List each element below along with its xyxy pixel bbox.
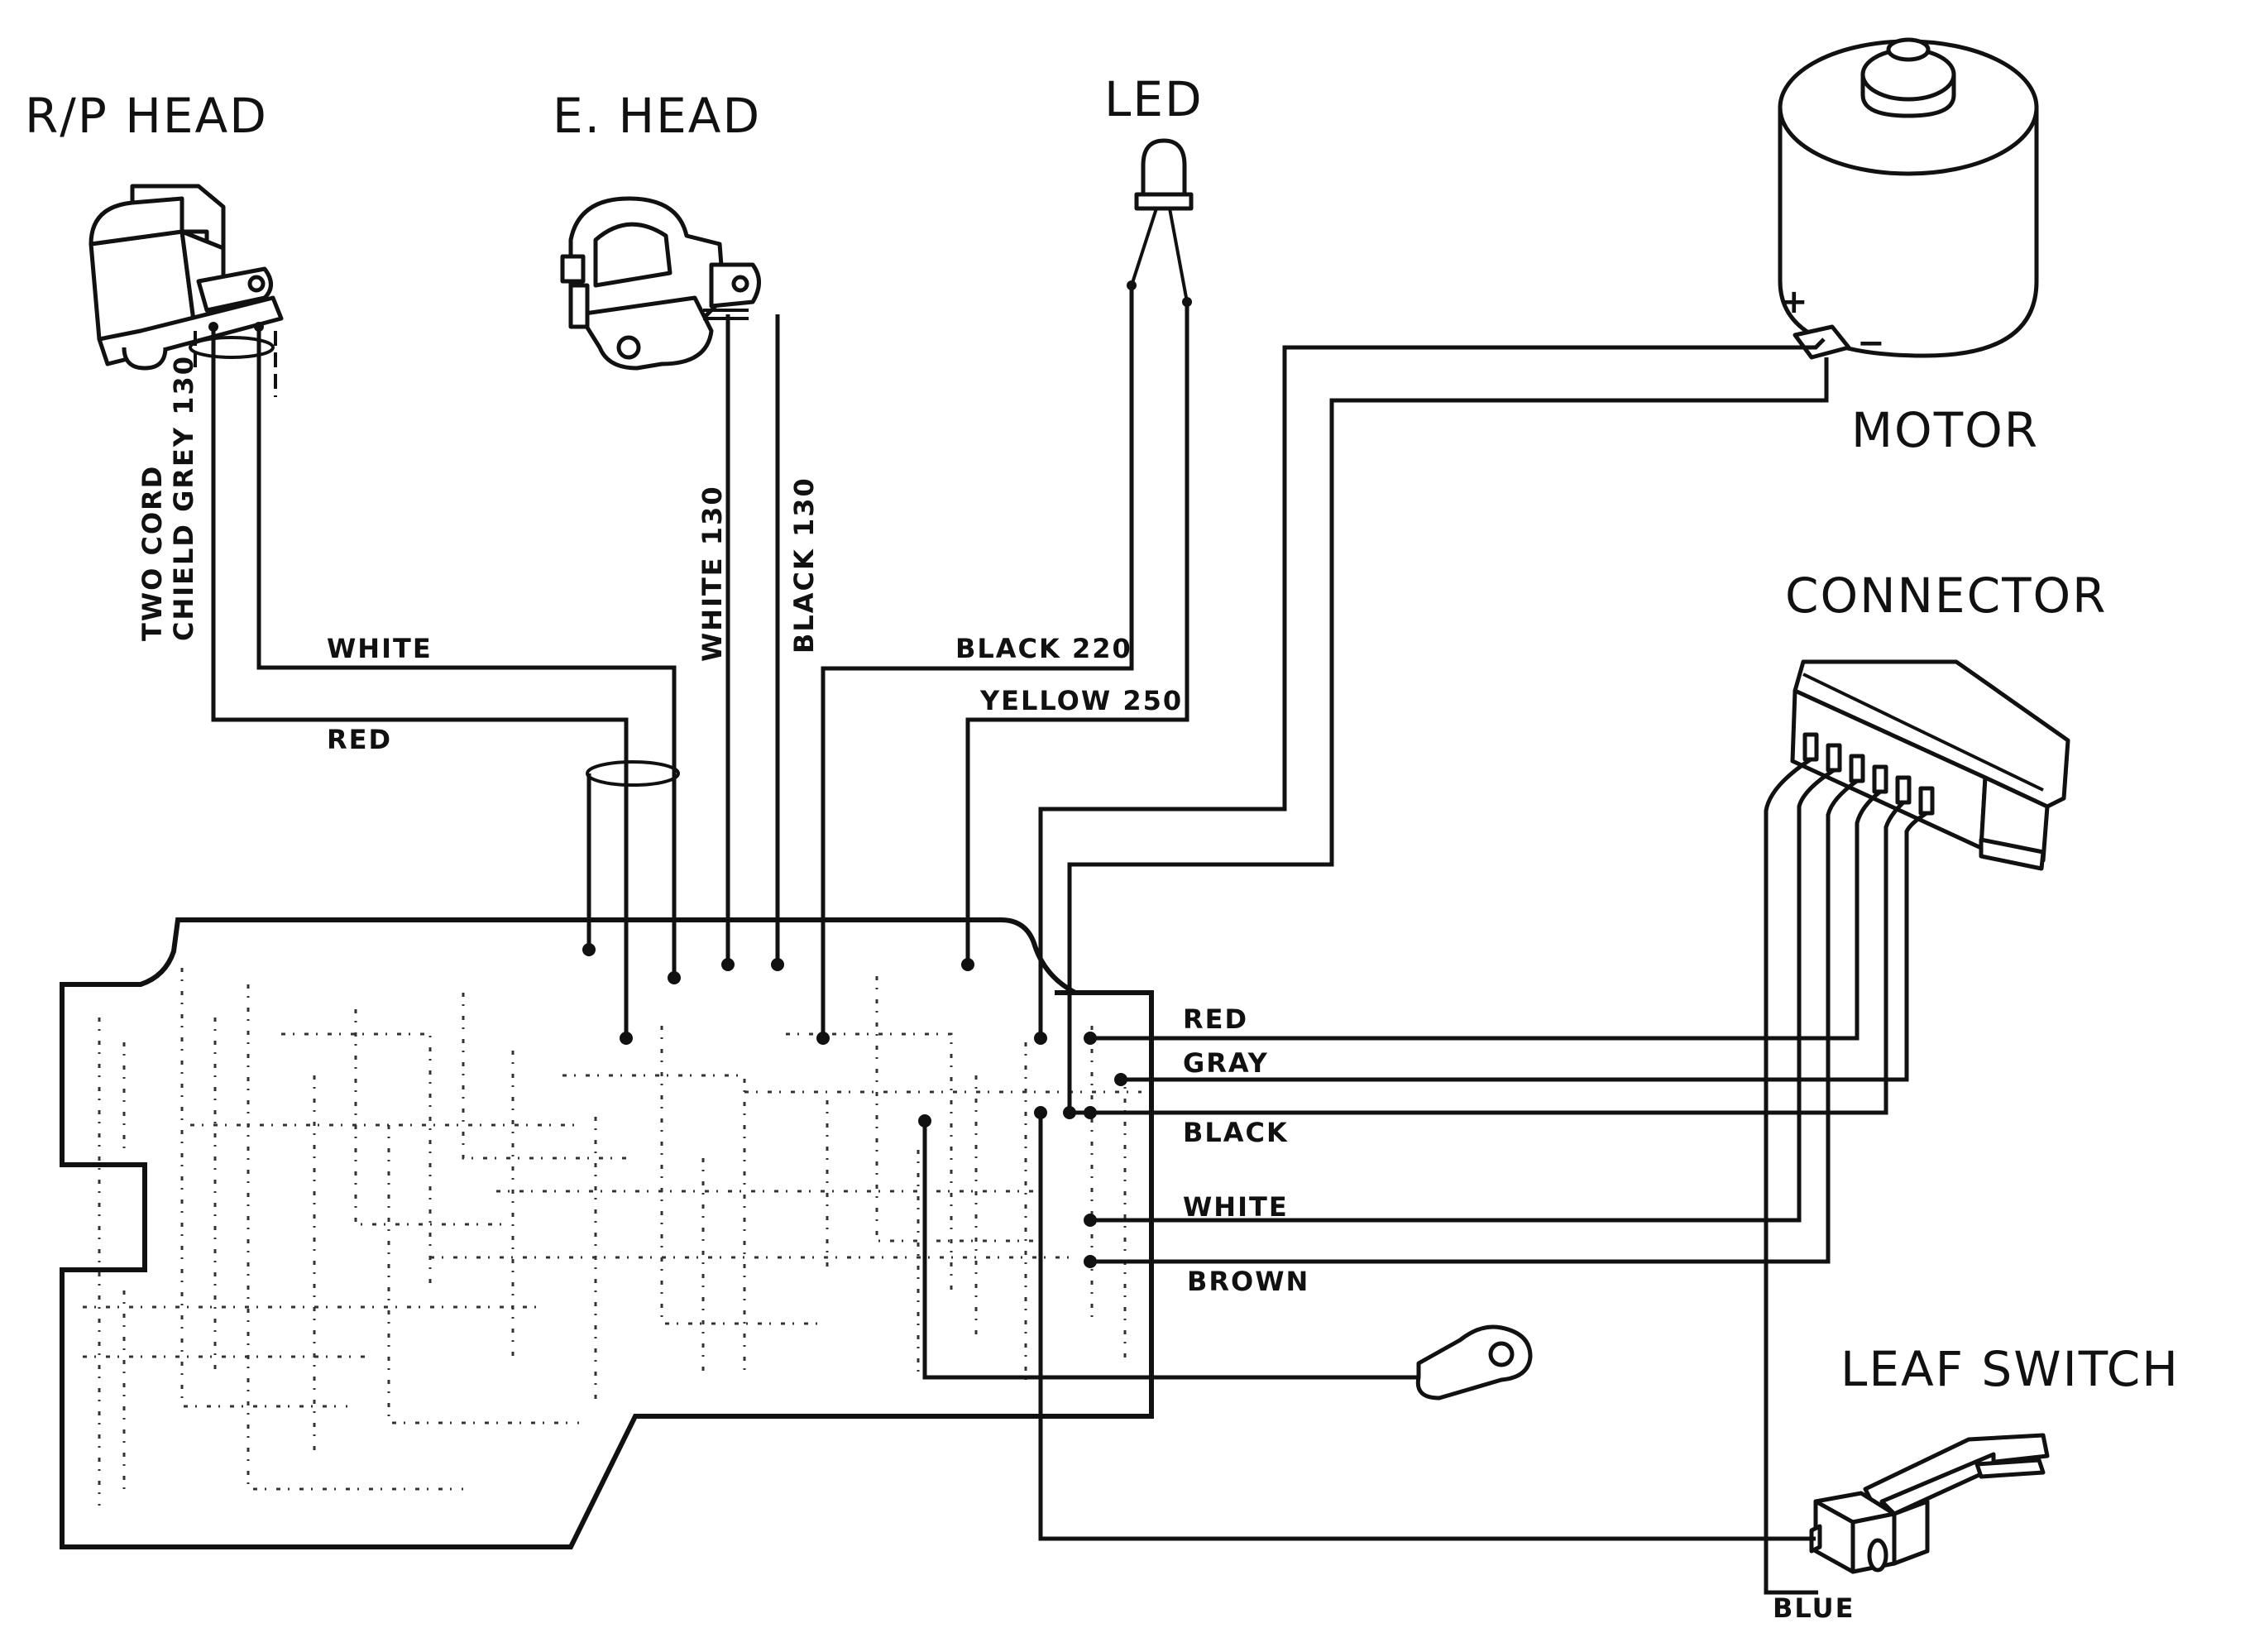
motor: + − MOTOR: [1038, 37, 2039, 1113]
leaf-switch: LEAF SWITCH BLUE: [1038, 1113, 2180, 1624]
conn-brown-label: BROWN: [1187, 1266, 1309, 1297]
solder-point: [1084, 1032, 1097, 1045]
solder-point: [1084, 1106, 1097, 1119]
solder-point: [816, 1032, 830, 1045]
connector-label: CONNECTOR: [1785, 567, 2107, 624]
conn-black-label: BLACK: [1183, 1117, 1289, 1148]
solder-point: [1034, 1106, 1047, 1119]
solder-point: [1182, 297, 1192, 307]
solder-point: [961, 958, 974, 971]
ehead-white-label: WHITE 130: [696, 485, 728, 662]
rp-red-label: RED: [327, 724, 392, 755]
shield-grey-label: CHIELD GREY 130: [168, 355, 199, 641]
connector: CONNECTOR: [1070, 567, 2107, 1595]
solder-point: [1084, 1255, 1097, 1268]
leaf-switch-icon: [1809, 1433, 2050, 1574]
led: LED BLACK 220 YELLOW 250: [821, 71, 1204, 1038]
solder-point: [620, 1032, 633, 1045]
solder-point: [1084, 1214, 1097, 1227]
conn-red-label: RED: [1183, 1003, 1248, 1035]
rp-head-icon: [89, 184, 284, 371]
solder-point: [721, 958, 735, 971]
rp-white-label: WHITE: [327, 633, 433, 664]
rp-head-label: R/P HEAD: [25, 88, 268, 144]
solder-point: [1063, 1106, 1076, 1119]
e-head: E. HEAD WHITE 130 BLACK 130: [553, 88, 820, 965]
solder-point: [1114, 1073, 1127, 1086]
led-label: LED: [1104, 71, 1204, 127]
led-yellow-label: YELLOW 250: [979, 685, 1183, 716]
solder-point: [1127, 280, 1137, 290]
conn-gray-label: GRAY: [1183, 1047, 1269, 1079]
shield-collar: [586, 760, 680, 950]
pcb-traces: [83, 968, 1142, 1506]
motor-plus-label: +: [1780, 283, 1810, 321]
led-icon: [1130, 138, 1194, 303]
solder-point: [582, 943, 596, 956]
circuit-board: [60, 917, 1154, 1549]
solder-point: [668, 971, 681, 984]
solder-point: [208, 322, 218, 332]
solder-points: [208, 280, 1192, 1268]
connector-icon: [1790, 659, 2070, 871]
ehead-black-label: BLACK 130: [788, 476, 820, 654]
leaf-switch-label: LEAF SWITCH: [1840, 1341, 2180, 1397]
solder-point: [254, 322, 264, 332]
motor-minus-label: −: [1857, 324, 1887, 362]
solder-point: [918, 1114, 931, 1128]
two-cord-label: TWO CORD: [136, 465, 168, 641]
motor-icon: [1778, 37, 2039, 360]
e-head-icon: [560, 196, 761, 371]
led-black-label: BLACK 220: [955, 633, 1132, 664]
solder-point: [771, 958, 784, 971]
ground-lug: [922, 1121, 1533, 1401]
switch-blue-label: BLUE: [1773, 1592, 1855, 1624]
conn-white-label: WHITE: [1183, 1191, 1289, 1223]
rp-head: R/P HEAD TWO CORD CHIELD GREY 130 WHITE …: [25, 88, 677, 1038]
motor-label: MOTOR: [1851, 402, 2039, 458]
solder-point: [1034, 1032, 1047, 1045]
e-head-label: E. HEAD: [553, 88, 761, 144]
